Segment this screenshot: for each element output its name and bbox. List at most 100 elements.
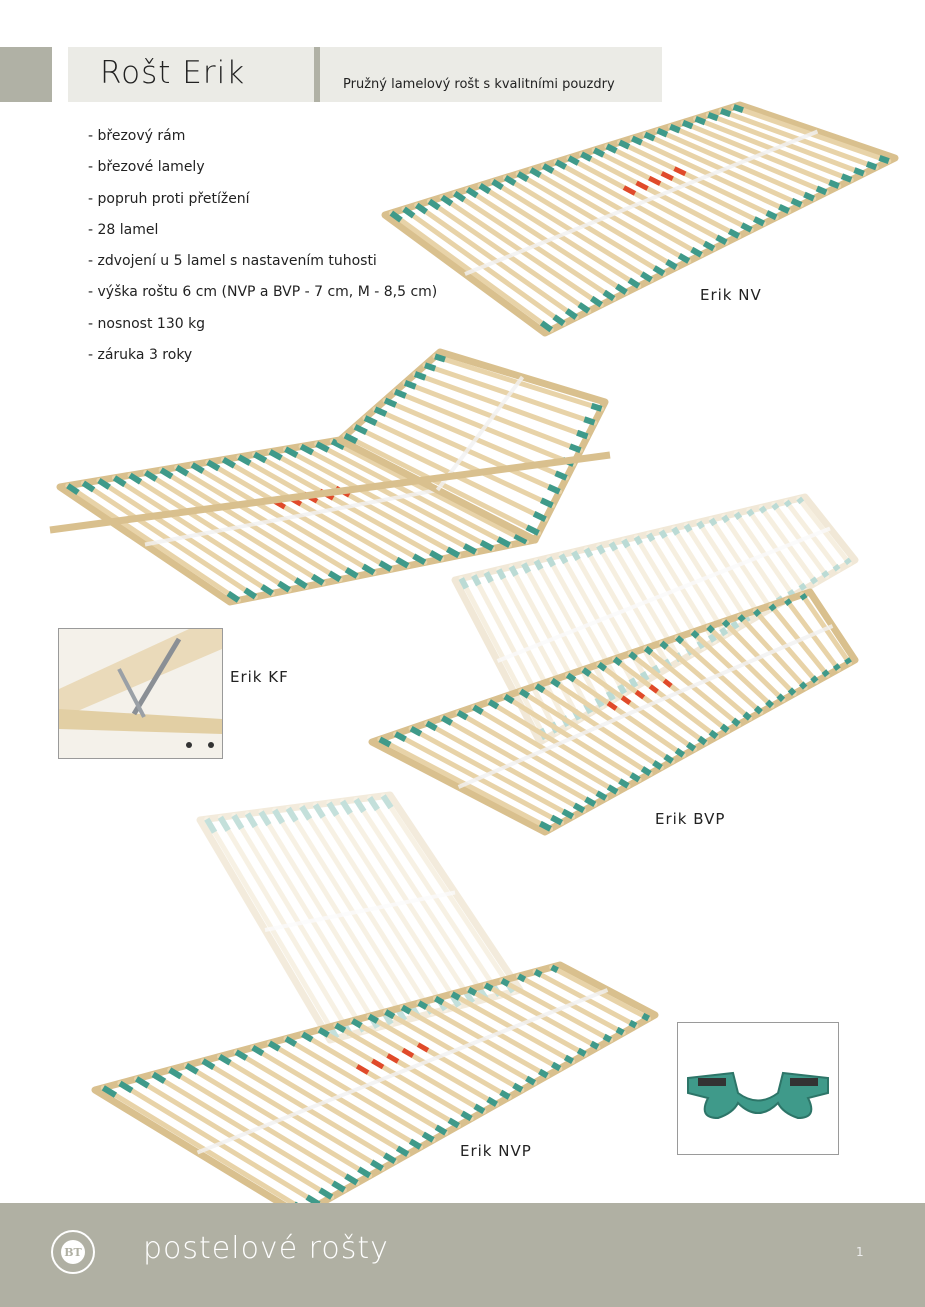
slat-holder bbox=[143, 470, 158, 482]
stiffness-regulator bbox=[401, 1047, 415, 1059]
slat-holder bbox=[363, 415, 378, 426]
feature-item: - březové lamely bbox=[88, 159, 205, 176]
slat-holder bbox=[787, 687, 797, 696]
slat-holder bbox=[628, 677, 639, 689]
slat-holder bbox=[658, 529, 668, 539]
slat bbox=[312, 802, 448, 1013]
slat-holder bbox=[608, 541, 618, 552]
slat-holder bbox=[462, 543, 478, 555]
slat-holder bbox=[284, 446, 299, 458]
slat-holder bbox=[460, 1110, 473, 1122]
slat-holder bbox=[97, 477, 111, 490]
slat-holder bbox=[301, 1031, 314, 1043]
slat-holder bbox=[719, 626, 729, 637]
slat-holder bbox=[576, 1047, 587, 1057]
slat-holder bbox=[267, 1040, 281, 1052]
slat-holder bbox=[621, 538, 631, 549]
header-subtitle-box bbox=[320, 47, 662, 102]
slat-holder bbox=[394, 731, 407, 742]
slat-holder bbox=[277, 580, 291, 593]
slat-holder bbox=[424, 362, 437, 372]
slat bbox=[721, 513, 785, 605]
slat-holder bbox=[134, 1076, 150, 1089]
slat-holder bbox=[547, 484, 561, 495]
slat-holder bbox=[615, 283, 628, 295]
slat-holder bbox=[565, 672, 577, 683]
slat-holder bbox=[702, 240, 716, 252]
bt-logo: BT bbox=[51, 1230, 95, 1274]
slat bbox=[217, 814, 353, 1038]
slat-holder bbox=[378, 736, 392, 748]
slat-holder bbox=[640, 271, 653, 283]
slat-holder bbox=[708, 729, 719, 740]
bed-erik-kf-flat bbox=[56, 436, 539, 606]
slat-holder bbox=[669, 123, 681, 134]
overload-strap bbox=[144, 488, 438, 547]
slat-holder bbox=[790, 197, 803, 208]
slat-holder bbox=[357, 1166, 372, 1179]
page-number: 1 bbox=[856, 1245, 864, 1259]
slat-holder bbox=[595, 790, 608, 801]
kf-mechanism-detail-photo bbox=[58, 628, 223, 759]
slat-holder bbox=[251, 1045, 265, 1057]
slat-holder bbox=[602, 1033, 613, 1043]
slat-holder bbox=[640, 766, 652, 777]
slat-holder bbox=[217, 815, 231, 832]
slat-holder bbox=[542, 163, 555, 174]
slat-holder bbox=[408, 1138, 422, 1150]
slat-holder bbox=[327, 570, 342, 583]
slat-holder bbox=[367, 1013, 379, 1024]
slat-holder bbox=[453, 190, 466, 203]
slat-holder bbox=[597, 661, 608, 672]
slat-holder bbox=[696, 520, 705, 530]
slat-holder bbox=[508, 565, 519, 577]
stiffness-regulator bbox=[635, 180, 649, 191]
slat-holder bbox=[260, 584, 274, 596]
slat-holder bbox=[605, 143, 618, 154]
slat-holder bbox=[615, 1026, 625, 1036]
slat-holder bbox=[118, 1080, 134, 1094]
slat-holder bbox=[389, 210, 403, 223]
slat-holder bbox=[433, 995, 445, 1006]
slat-holder bbox=[602, 289, 616, 302]
slat-holder bbox=[221, 456, 236, 469]
slat bbox=[796, 495, 852, 566]
overload-strap bbox=[196, 988, 609, 1155]
slat-holder bbox=[201, 1058, 216, 1071]
slat-holder bbox=[758, 505, 767, 514]
slat bbox=[353, 796, 489, 1002]
slat-holder bbox=[694, 115, 707, 126]
stiffness-regulator bbox=[673, 166, 687, 177]
slat-holder bbox=[730, 620, 740, 630]
slat-holder bbox=[809, 576, 819, 585]
slat-holder bbox=[742, 711, 752, 721]
slat-holder bbox=[373, 406, 388, 417]
slat-holder bbox=[719, 723, 730, 733]
slat-holder bbox=[843, 557, 852, 566]
slat-holder bbox=[81, 480, 96, 493]
slat-holder bbox=[596, 544, 606, 555]
slat-holder bbox=[733, 511, 743, 520]
lift-mechanism-image bbox=[59, 629, 222, 758]
slat-holder bbox=[618, 778, 630, 789]
slat-holder bbox=[832, 563, 841, 572]
slat-holder bbox=[546, 556, 556, 568]
slat-holder bbox=[395, 1145, 410, 1157]
slat-holder bbox=[383, 397, 398, 408]
slat-holder bbox=[534, 683, 546, 694]
slat-holder bbox=[496, 568, 507, 581]
slat-holder bbox=[796, 496, 805, 505]
slat-holder bbox=[456, 709, 469, 721]
slat-holder bbox=[590, 402, 603, 412]
product-label-nv: Erik NV bbox=[700, 286, 762, 304]
svg-text:BT: BT bbox=[64, 1246, 82, 1259]
slat-holder bbox=[367, 796, 380, 812]
bed-erik-bvp-base bbox=[368, 588, 859, 836]
slat-holder bbox=[412, 553, 427, 565]
slat-holder bbox=[190, 462, 205, 474]
slat-holder bbox=[532, 511, 547, 522]
slat bbox=[245, 811, 380, 1030]
slat-holder bbox=[539, 320, 554, 333]
slat-holder bbox=[434, 353, 446, 363]
slat-holder bbox=[840, 173, 853, 183]
